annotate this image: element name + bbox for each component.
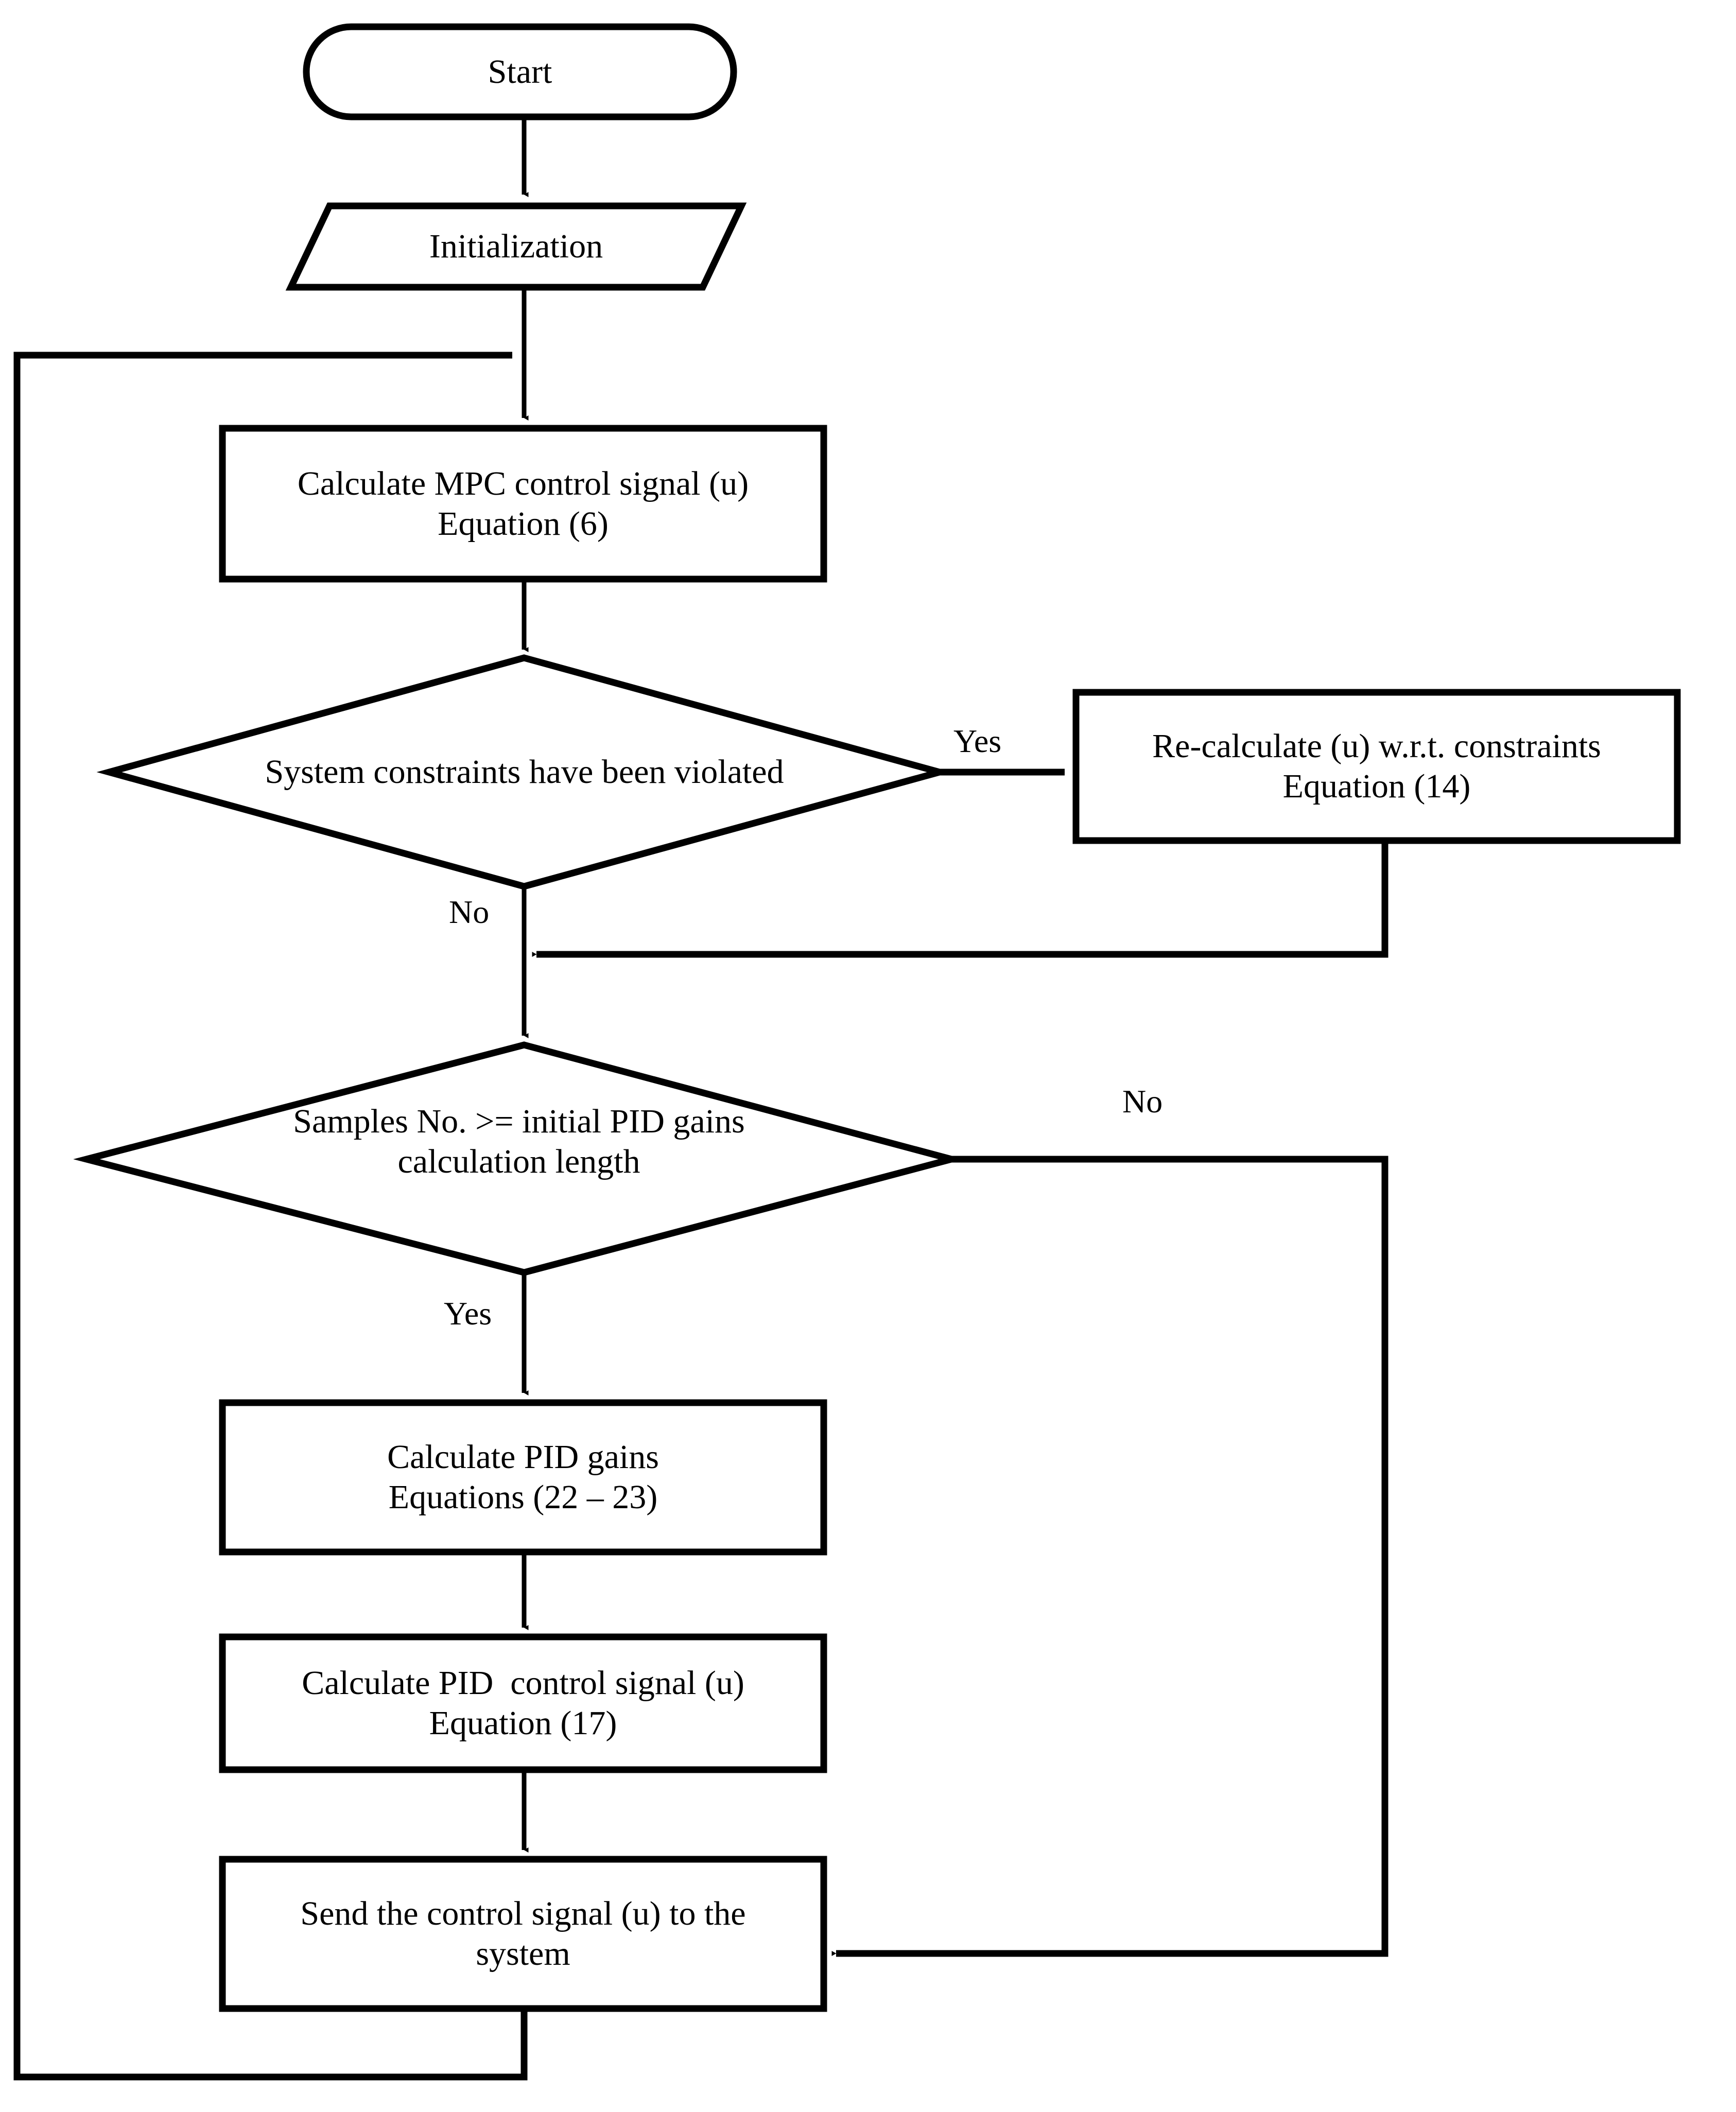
edge-label-samples-yes: Yes (444, 1295, 492, 1332)
edge-label-constraints-no: No (449, 894, 490, 930)
connector-samples-no-to-send-signal (831, 1156, 1388, 1957)
constraints-decision-shape (96, 654, 952, 890)
send-signal-shape (219, 1856, 827, 2012)
initialization-shape (285, 202, 747, 291)
calc-pid-gains-shape (219, 1399, 827, 1556)
connector-main-loop-back (13, 352, 528, 2081)
connector-recalculate-return (532, 841, 1388, 958)
edge-label-constraints-yes: Yes (953, 723, 1002, 759)
calc-pid-signal-shape (219, 1633, 827, 1773)
calc-mpc-shape (219, 425, 827, 583)
start-shape (303, 23, 737, 120)
recalculate-shape (1072, 689, 1681, 844)
edge-label-samples-no: No (1122, 1083, 1163, 1120)
samples-decision-shape (73, 1041, 965, 1276)
